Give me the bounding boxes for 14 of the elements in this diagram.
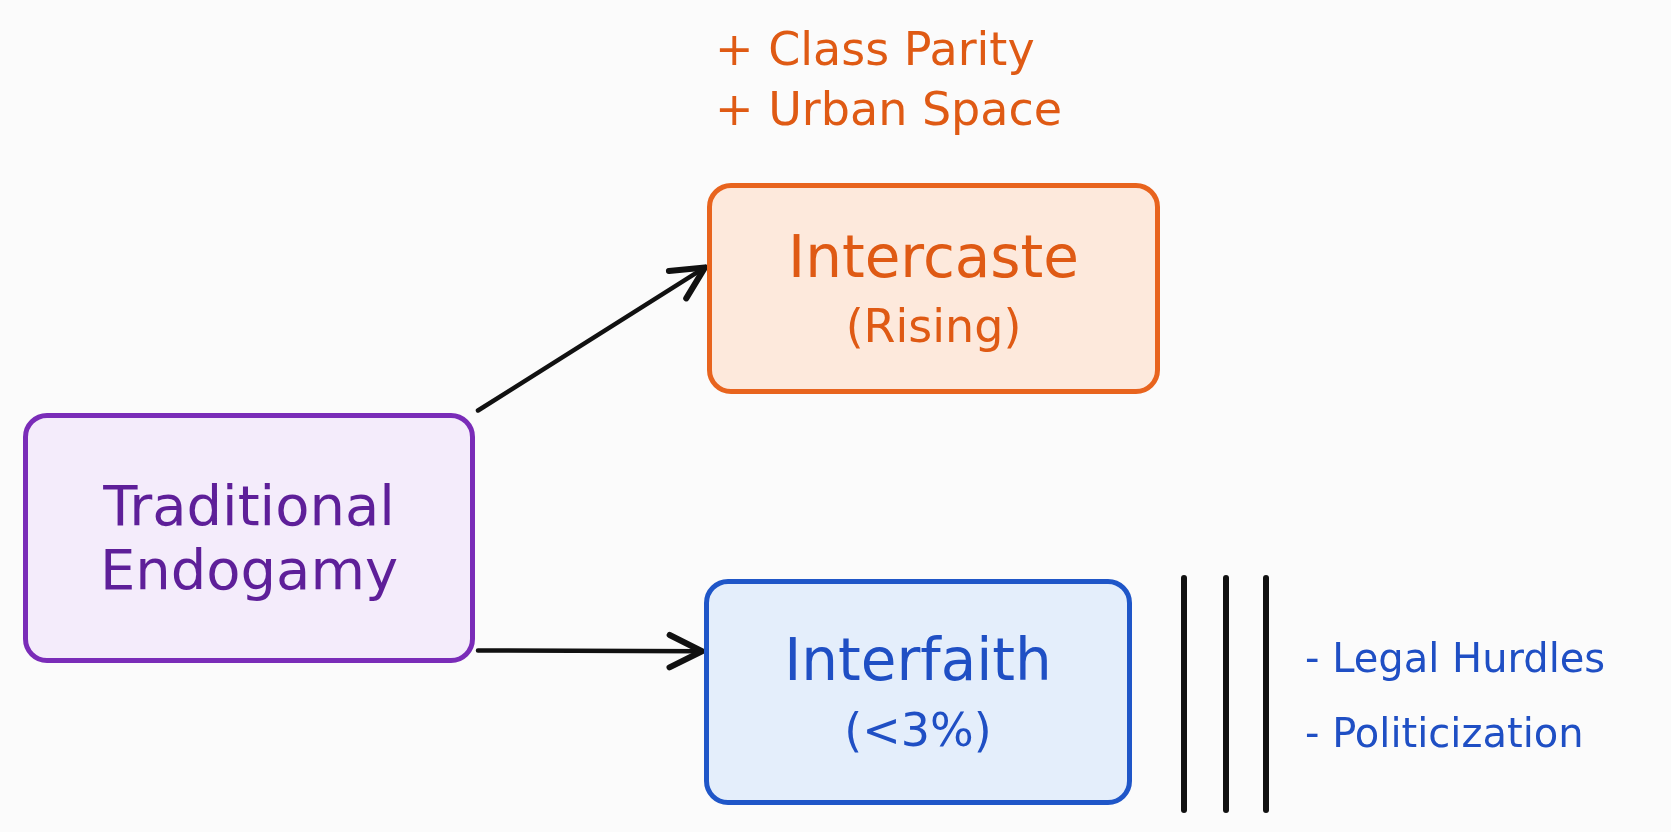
note-text: + Urban Space (715, 82, 1063, 138)
note-text: - Legal Hurdles (1305, 635, 1606, 681)
process-box (704, 579, 1132, 805)
node-title: Interfaith (784, 627, 1052, 694)
note-text: + Class Parity (715, 22, 1035, 78)
node-subtitle: (Rising) (845, 300, 1022, 354)
node-title: Traditional Endogamy (98, 473, 400, 603)
node-subtitle: (<3%) (844, 703, 992, 757)
process-box (707, 183, 1160, 394)
arrow (475, 264, 709, 413)
node-title: Intercaste (788, 223, 1079, 291)
arrow (475, 631, 706, 671)
process-box (23, 413, 475, 663)
note-text: - Politicization (1305, 710, 1584, 756)
